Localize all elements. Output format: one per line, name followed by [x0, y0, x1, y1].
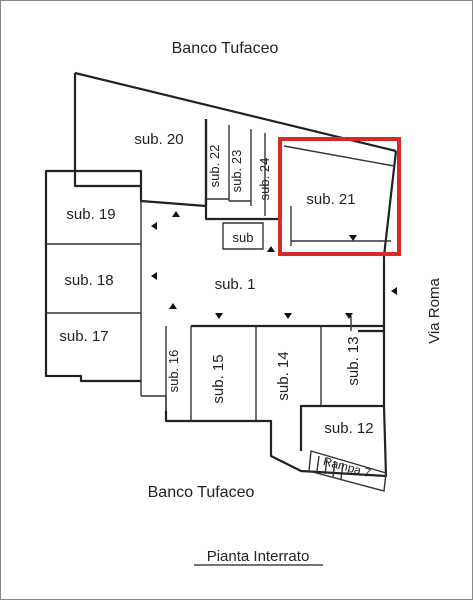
ramp-outline — [308, 450, 387, 492]
sub18-label: sub. 18 — [64, 272, 113, 289]
plan-title: Pianta Interrato — [207, 548, 310, 565]
top-label: Banco Tufaceo — [172, 40, 279, 57]
small-sub-outline — [222, 222, 264, 250]
sub17-label: sub. 17 — [59, 328, 108, 345]
sub23-label: sub. 23 — [229, 150, 244, 193]
sub1-label: sub. 1 — [215, 276, 256, 293]
sub14-label: sub. 14 — [275, 351, 292, 400]
street-wall — [358, 150, 398, 333]
sub21-label: sub. 21 — [306, 191, 355, 208]
sub22-label: sub. 22 — [207, 145, 222, 188]
sub21-highlight-box — [278, 137, 401, 256]
sub16-label: sub. 16 — [166, 350, 181, 393]
sub12-label: sub. 12 — [324, 420, 373, 437]
left-column-outline — [44, 169, 143, 383]
bottom-label: Banco Tufaceo — [148, 484, 255, 501]
sub20-label: sub. 20 — [134, 131, 183, 148]
sub15-label: sub. 15 — [210, 354, 227, 403]
sub13-label: sub. 13 — [345, 336, 362, 385]
sub19-label: sub. 19 — [66, 206, 115, 223]
sub24-label: sub. 24 — [257, 158, 272, 201]
small-sub-label: sub — [233, 230, 254, 245]
door-markers — [151, 211, 397, 319]
street-label: Via Roma — [426, 278, 443, 344]
